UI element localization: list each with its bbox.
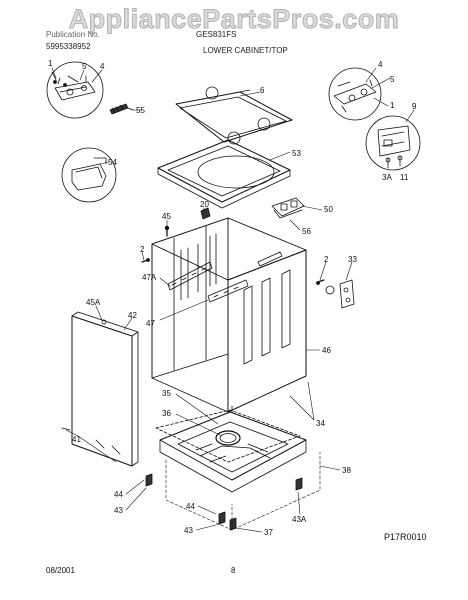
callout-42: 42 bbox=[128, 311, 137, 320]
dispenser-cup-54 bbox=[61, 147, 117, 203]
publication-label: Publication No. bbox=[46, 30, 100, 39]
footer-date: 08/2001 bbox=[46, 566, 75, 575]
callout-56: 56 bbox=[302, 227, 311, 236]
footer-page-number: 8 bbox=[231, 566, 236, 575]
screw-part-55 bbox=[109, 103, 134, 115]
callout-54: 54 bbox=[108, 158, 117, 167]
section-title: LOWER CABINET/TOP bbox=[203, 46, 288, 55]
callout-35: 35 bbox=[162, 389, 171, 398]
callout-1: 1 bbox=[48, 59, 53, 68]
callout-33: 33 bbox=[348, 255, 357, 264]
lid-switch-detail bbox=[365, 115, 421, 171]
latch-part-50 bbox=[271, 197, 305, 219]
callout-43a: 43A bbox=[292, 515, 307, 524]
cabinet-top-panel-53 bbox=[157, 131, 291, 209]
callout-6: 6 bbox=[260, 86, 265, 95]
callout-47: 47 bbox=[146, 319, 155, 328]
callout-43-left: 43 bbox=[114, 506, 123, 515]
callout-37: 37 bbox=[264, 528, 273, 537]
cabinet-body bbox=[141, 217, 355, 413]
hinge-detail-left bbox=[46, 61, 104, 119]
callout-4: 4 bbox=[100, 62, 105, 71]
callout-2-right: 2 bbox=[324, 255, 329, 264]
callout-4-right: 4 bbox=[378, 60, 383, 69]
callout-45: 45 bbox=[162, 212, 171, 221]
dashed-assembly-lines bbox=[165, 451, 321, 531]
lid-part-6 bbox=[175, 86, 293, 143]
hinge-detail-right bbox=[328, 67, 382, 121]
callout-9: 9 bbox=[412, 102, 417, 111]
callout-46: 46 bbox=[322, 346, 331, 355]
callout-20: 20 bbox=[200, 200, 209, 209]
callout-44-center: 44 bbox=[186, 502, 195, 511]
watermark-logo: AppliancePartsPros.com bbox=[68, 4, 400, 35]
callout-55: 55 bbox=[136, 106, 145, 115]
publication-number: 5995338952 bbox=[46, 42, 91, 51]
callout-41: 41 bbox=[72, 435, 81, 444]
callout-38: 38 bbox=[342, 466, 351, 475]
callout-47a: 47A bbox=[142, 273, 157, 282]
callout-3a: 3A bbox=[382, 173, 392, 182]
callout-11: 11 bbox=[400, 173, 409, 182]
model-number: GES831FS bbox=[196, 30, 237, 39]
callout-34: 34 bbox=[316, 419, 325, 428]
drawing-code: P17R0010 bbox=[384, 532, 427, 542]
callout-1-right: 1 bbox=[390, 101, 395, 110]
callout-44-left: 44 bbox=[114, 490, 123, 499]
callout-45a: 45A bbox=[86, 298, 101, 307]
part-20-clip bbox=[200, 207, 211, 220]
callout-5: 5 bbox=[82, 62, 87, 71]
callout-36: 36 bbox=[162, 409, 171, 418]
callout-43-center: 43 bbox=[184, 526, 193, 535]
callout-50: 50 bbox=[324, 205, 333, 214]
callout-2-left: 2 bbox=[140, 245, 145, 254]
callout-labels: 1 5 4 55 6 4 5 1 9 3A 11 53 54 20 45 50 … bbox=[48, 59, 417, 537]
front-panel-42 bbox=[61, 311, 139, 467]
leader-lines bbox=[51, 67, 415, 533]
base-frame-38 bbox=[145, 405, 307, 531]
callout-53: 53 bbox=[292, 149, 301, 158]
callout-5-right: 5 bbox=[390, 75, 395, 84]
